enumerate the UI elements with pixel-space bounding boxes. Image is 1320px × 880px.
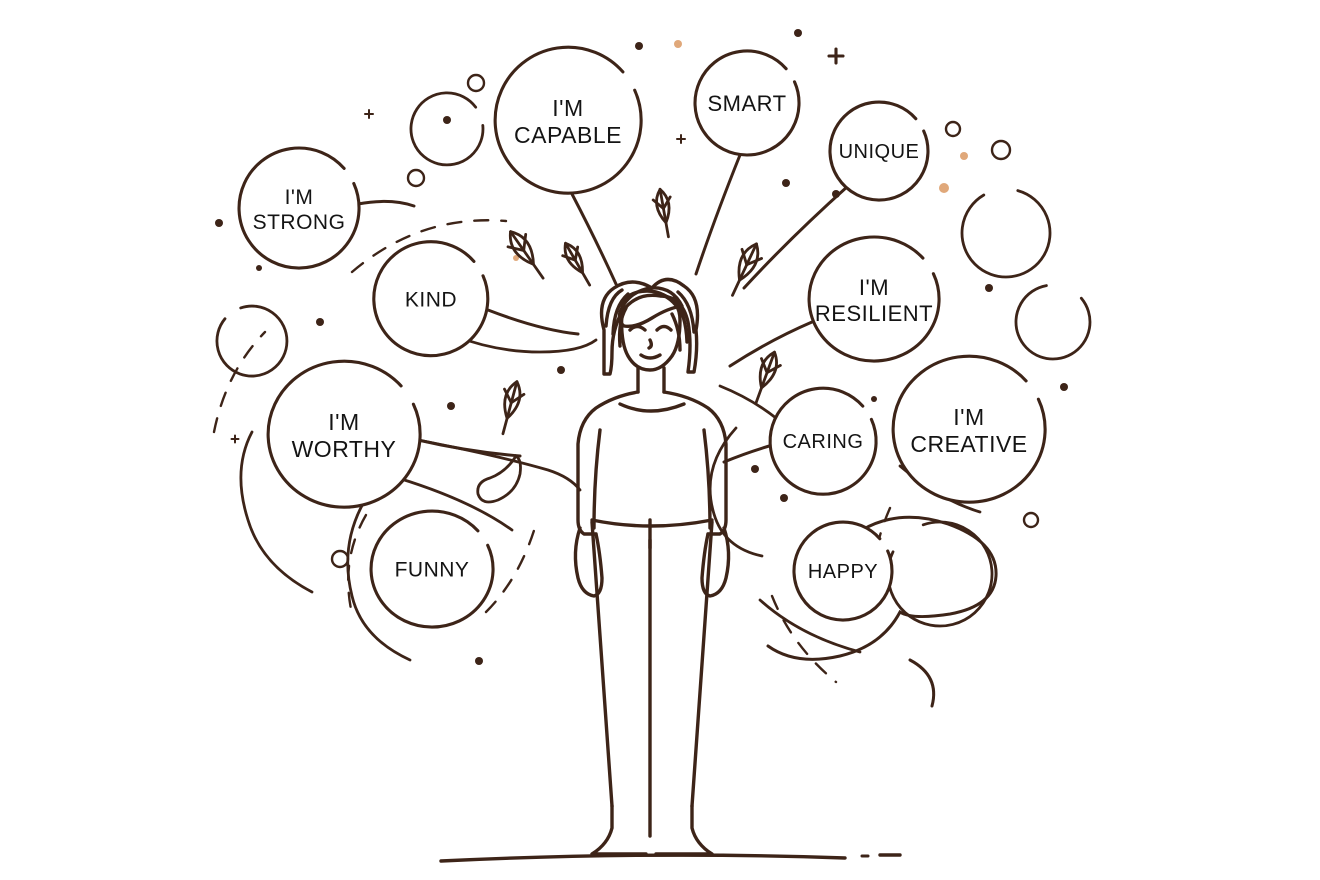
bubble-outline [807,235,941,363]
decor-small-ring [1022,511,1040,529]
bubble-outline [828,100,930,202]
decor-open-circle [960,189,1052,279]
bubble-outline [493,45,643,195]
bubble-outline [792,520,894,622]
sparkle-icon [827,47,845,65]
bubble-outline [693,49,801,157]
leaf-icon [731,242,763,297]
leaf-icon [651,187,672,239]
bubble-text: KIND [405,289,457,312]
decor-dot [871,396,877,402]
leaf-icon [561,241,592,287]
decor-dot [443,116,451,124]
ground-line [439,853,902,863]
bubble-tails [356,153,850,464]
decor-small-ring [944,120,962,138]
affirmation-bubble-funny[interactable]: FUNNY [369,509,495,629]
decor-accent-dot [939,183,949,193]
decor-dot [794,29,802,37]
bubble-outline [369,509,495,629]
decor-dot [751,465,759,473]
affirmation-bubble-caring[interactable]: CARING [768,386,878,496]
decor-accent-dot [960,152,968,160]
decor-accent-dot [513,255,519,261]
affirmation-bubble-smart[interactable]: SMART [693,49,801,157]
leaves-layer [501,187,782,436]
decor-dot [256,265,262,271]
decor-open-circle [215,304,289,378]
bubble-outline [266,359,422,509]
decor-accent-dot [674,40,682,48]
bubble-text: FUNNY [395,559,470,582]
decor-open-circle [1014,284,1092,361]
sparkle-icon [230,434,240,444]
decor-small-ring [990,139,1012,161]
bubble-text: UNIQUE [839,141,920,163]
bubble-text: CARING [783,431,864,453]
sparkle-icon [676,134,686,144]
decor-dot [782,179,790,187]
decor-dot [475,657,483,665]
bubble-text: HAPPY [808,561,878,583]
decor-small-ring [406,168,426,188]
bubble-outline [237,146,361,270]
decor-dot [316,318,324,326]
decor-dot [780,494,788,502]
leaf-icon [506,230,545,280]
decor-dot [215,219,223,227]
decor-open-circle [886,520,994,628]
bubble-outline [768,386,878,496]
decor-dot [557,366,565,374]
affirmation-bubble-happy[interactable]: HAPPY [792,520,894,622]
affirmation-bubble-kind[interactable]: KIND [372,240,490,358]
decor-dot [447,402,455,410]
leaf-icon [754,350,782,405]
leaf-icon [501,380,526,436]
sparkle-icon [364,109,374,119]
bubble-outline [372,240,490,358]
decor-dot [1060,383,1068,391]
cloud-blob [766,515,998,708]
decor-dot [985,284,993,292]
decorative-layer [215,29,1092,665]
decor-dot [635,42,643,50]
bubble-text: SMART [707,91,786,116]
bubble-outline [891,354,1047,504]
decor-open-circle [409,91,485,167]
decor-small-ring [466,73,486,93]
affirmation-bubble-unique[interactable]: UNIQUE [828,100,930,202]
